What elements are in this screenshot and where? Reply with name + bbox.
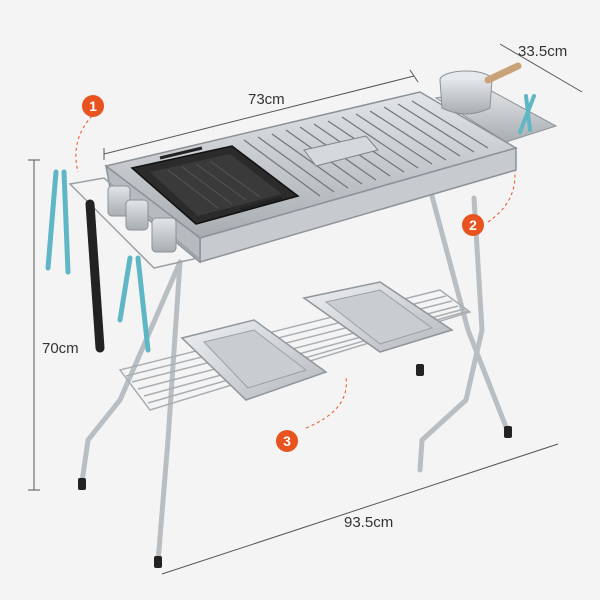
- dim-line-width: [499, 43, 583, 93]
- spice-basket: [68, 177, 200, 269]
- dim-label-width: 33.5cm: [518, 43, 568, 60]
- skewer-basket: [303, 135, 379, 167]
- dim-label-overall-length: 93.5cm: [344, 514, 394, 531]
- callout-arcs: [75, 115, 516, 429]
- callout-badge-1: 1: [82, 95, 104, 117]
- grill-pan: [130, 145, 300, 225]
- callout-badge-2: 2: [462, 214, 484, 236]
- ash-tray-right: [302, 281, 454, 353]
- dim-line-overall: [161, 443, 559, 575]
- dimension-lines: [28, 43, 583, 575]
- leg-feet: [78, 364, 512, 568]
- cooking-pot: [439, 62, 522, 115]
- dim-label-height: 70cm: [42, 340, 79, 357]
- grill-grate: [243, 100, 489, 197]
- callout-badge-3: 3: [276, 430, 298, 452]
- tongs-right: [518, 94, 536, 134]
- dim-label-length: 73cm: [248, 91, 285, 108]
- dim-line-length: [103, 75, 415, 155]
- ash-tray-left: [180, 319, 328, 401]
- hanging-utensils: [45, 169, 151, 353]
- grill-legs: [79, 193, 511, 565]
